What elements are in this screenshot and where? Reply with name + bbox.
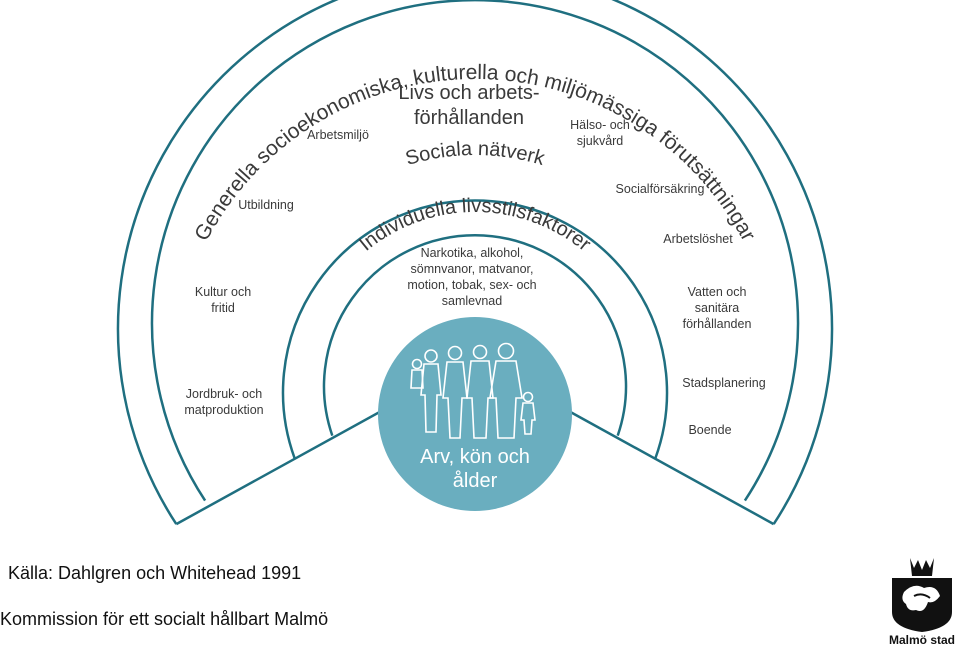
social-network-label: Sociala nätverk xyxy=(403,138,548,170)
source-citation: Källa: Dahlgren och Whitehead 1991 xyxy=(8,563,302,583)
lifestyle-item-1: Narkotika, alkohol, xyxy=(421,246,524,260)
condition-socialforsakring: Socialförsäkring xyxy=(616,182,705,196)
condition-kultur-line2: fritid xyxy=(211,301,235,315)
condition-arbetsmiljo: Arbetsmiljö xyxy=(307,128,369,142)
right-spoke xyxy=(564,407,775,526)
lifestyle-item-4: samlevnad xyxy=(442,294,502,308)
condition-kultur-line1: Kultur och xyxy=(195,285,251,299)
condition-stadsplanering: Stadsplanering xyxy=(682,376,765,390)
malmo-griffin-crest-icon xyxy=(892,558,952,632)
core-label-line2: ålder xyxy=(453,470,498,492)
condition-halso-line1: Hälso- och xyxy=(570,118,630,132)
living-conditions-ring xyxy=(281,199,669,459)
people-silhouettes-icon xyxy=(410,342,536,439)
living-conditions-title-line1: Livs och arbets- xyxy=(398,82,539,104)
outer-ring xyxy=(116,0,834,525)
social-network-ring xyxy=(322,234,628,437)
condition-vatten-line2: sanitära xyxy=(695,301,740,315)
malmo-stad-logo-text: Malmö stad xyxy=(888,633,955,647)
core-label-line1: Arv, kön och xyxy=(420,446,530,468)
condition-boende: Boende xyxy=(688,423,731,437)
condition-jordbruk-line1: Jordbruk- och xyxy=(186,387,262,401)
condition-jordbruk-line2: matproduktion xyxy=(184,403,263,417)
commission-name: Kommission för ett socialt hållbart Malm… xyxy=(0,609,329,629)
condition-vatten-line3: förhållanden xyxy=(683,317,752,331)
lifestyle-item-3: motion, tobak, sex- och xyxy=(407,278,536,292)
living-conditions-title-line2: förhållanden xyxy=(414,107,524,129)
core-circle xyxy=(378,317,572,511)
condition-halso-line2: sjukvård xyxy=(577,134,624,148)
condition-arbetsloshet: Arbetslöshet xyxy=(663,232,733,246)
left-spoke xyxy=(175,407,386,526)
condition-utbildning: Utbildning xyxy=(238,198,294,212)
condition-vatten-line1: Vatten och xyxy=(688,285,747,299)
lifestyle-item-2: sömnvanor, matvanor, xyxy=(411,262,534,276)
